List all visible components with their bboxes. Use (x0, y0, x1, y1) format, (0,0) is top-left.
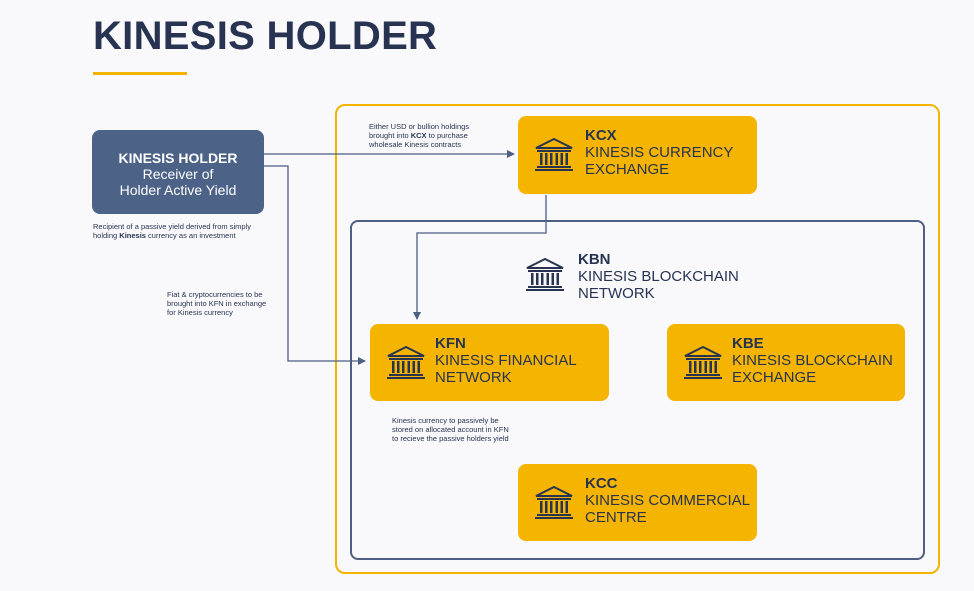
kcc-label: KCC KINESIS COMMERCIAL CENTRE (585, 475, 751, 526)
bank-building-icon (526, 258, 564, 291)
bank-building-icon (535, 486, 573, 519)
arrow-kcx-to-kfn (413, 195, 547, 320)
kcx-label: KCX KINESIS CURRENCY EXCHANGE (585, 127, 734, 178)
kbe-label: KBE KINESIS BLOCKCHAIN EXCHANGE (732, 335, 893, 386)
arrow-holder-to-kfn (264, 165, 366, 365)
node-kfn: KFN KINESIS FINANCIAL NETWORK (370, 324, 609, 401)
holder-subtitle-1: Receiver of (142, 166, 214, 182)
node-kbe: KBE KINESIS BLOCKCHAIN EXCHANGE (667, 324, 905, 401)
kcx-note: Either USD or bullion holdings brought i… (369, 122, 470, 149)
kbn-label: KBN KINESIS BLOCKCHAIN NETWORK (578, 251, 739, 302)
inner-frame-kbn (350, 220, 925, 560)
title-underline (93, 72, 187, 75)
outer-frame (335, 104, 940, 574)
holder-title: KINESIS HOLDER (118, 150, 238, 166)
kfn-note: Kinesis currency to passively be stored … (392, 416, 509, 443)
bank-building-icon (684, 346, 722, 379)
kinesis-holder-box: KINESIS HOLDER Receiver of Holder Active… (92, 130, 264, 214)
holder-description-note: Recipient of a passive yield derived fro… (93, 222, 251, 240)
page-title: KINESIS HOLDER (93, 14, 438, 58)
bank-building-icon (535, 138, 573, 171)
node-kcc: KCC KINESIS COMMERCIAL CENTRE (518, 464, 757, 541)
node-kcx: KCX KINESIS CURRENCY EXCHANGE (518, 116, 757, 194)
kfn-label: KFN KINESIS FINANCIAL NETWORK (435, 335, 577, 386)
fiat-note: Fiat & cryptocurrencies to be brought in… (167, 290, 267, 317)
bank-building-icon (387, 346, 425, 379)
holder-subtitle-2: Holder Active Yield (119, 182, 237, 198)
